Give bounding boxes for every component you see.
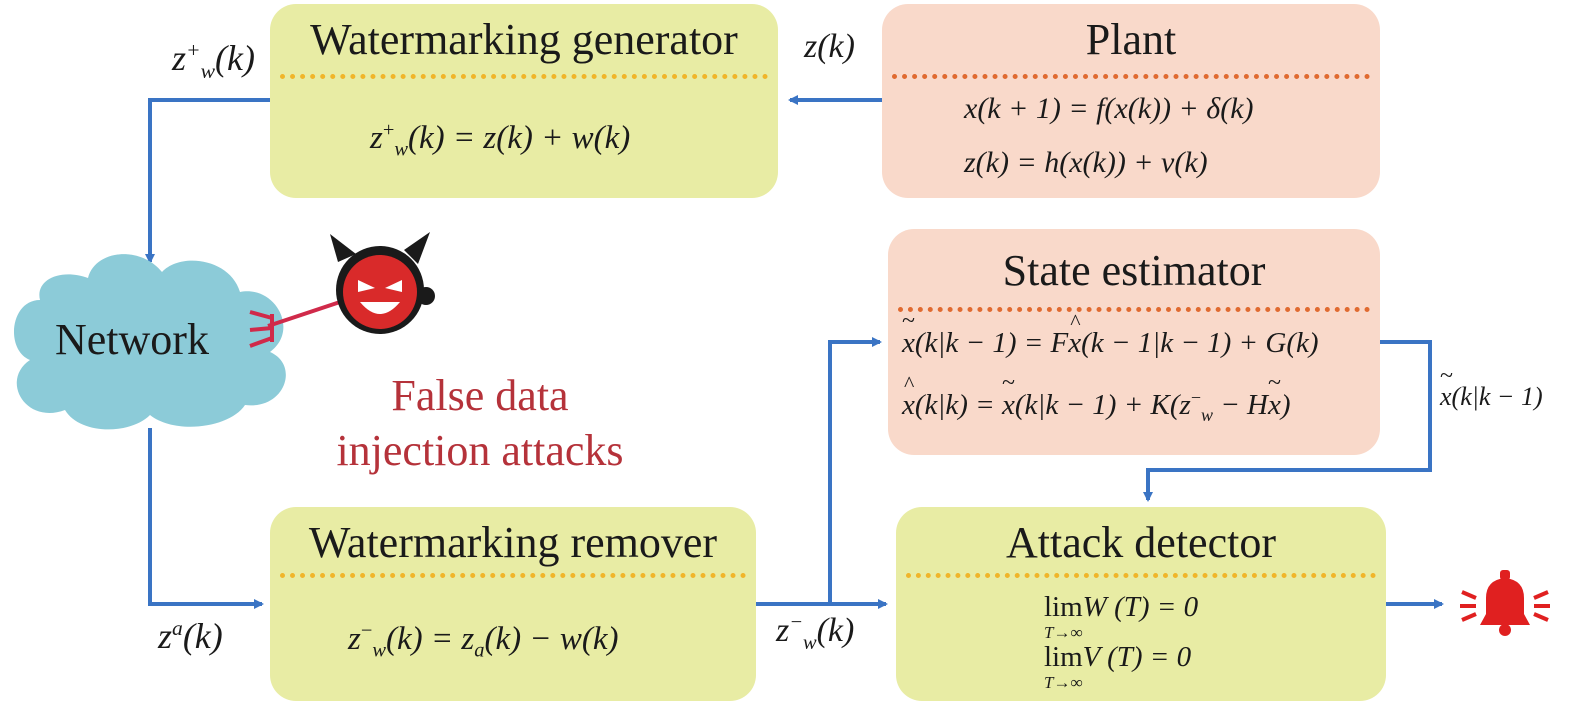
block-title: Watermarking generator	[310, 15, 738, 64]
network-cloud-icon	[13, 254, 286, 430]
signal-z-minus-w: z−w(k)	[776, 611, 855, 654]
block-title: Watermarking remover	[308, 518, 718, 567]
arrow-remover-to-estimator	[828, 337, 882, 604]
watermarking-remover-block: Watermarking remover z−w(k) = za(k) − w(…	[270, 507, 756, 701]
arrow-estimator-to-detector	[1143, 340, 1432, 502]
plant-state-equation: x(k + 1) = f(x(k)) + δ(k)	[964, 92, 1254, 125]
block-title: Plant	[1085, 15, 1177, 64]
arrow-network-to-remover	[148, 428, 264, 609]
signal-z-a: za(k)	[158, 616, 223, 656]
attack-label-line1: False data	[391, 371, 569, 420]
block-title: State estimator	[1002, 246, 1266, 295]
signal-x-tilde: x(k|k − 1)	[1440, 364, 1543, 410]
alarm-bell-icon	[1460, 570, 1550, 636]
block-title: Attack detector	[1006, 518, 1276, 567]
separator	[892, 74, 1370, 79]
separator	[898, 307, 1370, 312]
attacker-devil-icon	[249, 232, 435, 348]
separator	[280, 573, 746, 578]
plant-output-equation: z(k) = h(x(k)) + v(k)	[964, 146, 1208, 179]
attack-label-line2: injection attacks	[336, 426, 624, 475]
watermarking-generator-block: Watermarking generator z+w(k) = z(k) + w…	[270, 4, 778, 198]
network-label: Network	[55, 315, 209, 364]
signal-z-k: z(k)	[804, 28, 855, 65]
state-estimator-block: State estimator x(k|k − 1) = Fx(k − 1|k …	[888, 229, 1380, 455]
attack-label: False data injection attacks	[280, 368, 680, 478]
separator	[906, 573, 1376, 578]
estimator-prediction-equation: x(k|k − 1) = Fx(k − 1|k − 1) + G(k)	[902, 309, 1319, 358]
remover-equation: z−w(k) = za(k) − w(k)	[348, 620, 619, 662]
plant-block: Plant x(k + 1) = f(x(k)) + δ(k) z(k) = h…	[882, 4, 1380, 198]
separator	[280, 74, 768, 79]
estimator-update-equation: x(k|k) = x(k|k − 1) + K(z−w − Hx)	[902, 371, 1291, 424]
generator-equation: z+w(k) = z(k) + w(k)	[370, 119, 631, 161]
signal-z-plus-w: z+w(k)	[172, 38, 255, 84]
arrow-generator-to-network	[145, 98, 270, 264]
